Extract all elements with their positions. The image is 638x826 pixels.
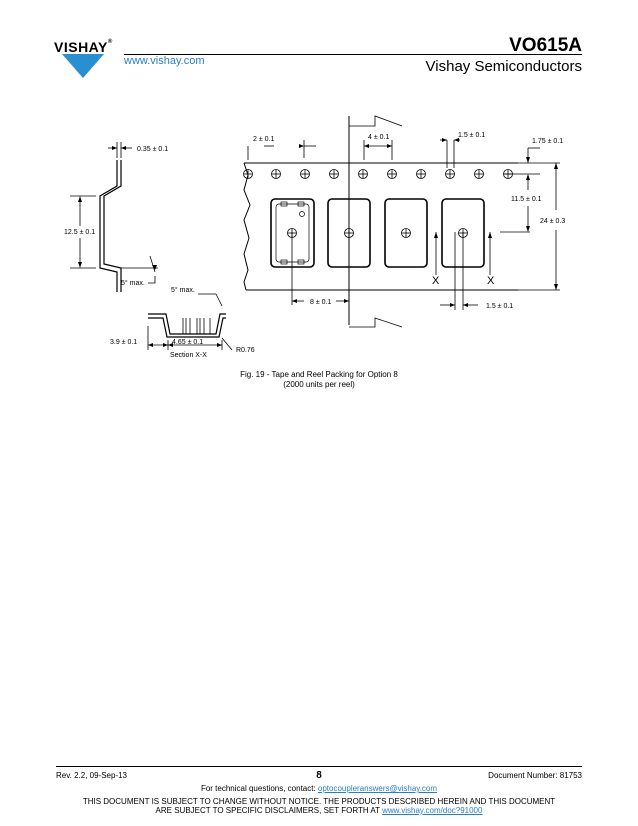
pocket-with-part (270, 198, 315, 268)
logo-text: VISHAY® (54, 39, 113, 55)
section-label: Section X-X (170, 352, 207, 359)
pocket (384, 198, 428, 268)
sprocket-hole (387, 169, 397, 179)
dim-pocket-depth: 12.5 ± 0.1 (64, 229, 95, 236)
sprocket-hole (271, 169, 281, 179)
footer-rule (56, 766, 582, 767)
vishay-logo (62, 54, 104, 78)
sprocket-hole (445, 169, 455, 179)
revision: Rev. 2.2, 09-Sep-13 (56, 771, 128, 780)
dim-section-height: 3.9 ± 0.1 (110, 339, 137, 346)
dim-tape-width: 24 ± 0.3 (540, 218, 565, 225)
company-name: Vishay Semiconductors (425, 58, 582, 75)
dim-edge-distance: 1.75 ± 0.1 (532, 138, 563, 145)
sprocket-hole (416, 169, 426, 179)
dim-pocket-hole: 1.5 ± 0.1 (486, 303, 513, 310)
caption-title: Fig. 19 - Tape and Reel Packing for Opti… (240, 370, 398, 379)
page-number: 8 (316, 770, 322, 781)
disclaimer-line-2: ARE SUBJECT TO SPECIFIC DISCLAIMERS, SET… (155, 806, 483, 815)
disclaimer-link[interactable]: www.vishay.com/doc?91000 (382, 806, 483, 815)
disclaimer-line-1: THIS DOCUMENT IS SUBJECT TO CHANGE WITHO… (82, 797, 556, 806)
sprocket-hole (503, 169, 513, 179)
part-number: VO615A (509, 35, 582, 56)
sprocket-hole (329, 169, 339, 179)
header-rule (124, 54, 582, 55)
dim-hole-offset: 2 ± 0.1 (253, 136, 274, 143)
tape-reel-drawing: 0.35 ± 0.1 12.5 ± 0.1 5° max. 5° max. 3.… (64, 115, 565, 359)
contact-email-link[interactable]: optocoupleranswers@vishay.com (317, 784, 438, 793)
dim-pocket-pitch: 8 ± 0.1 (310, 299, 331, 306)
section-marker-left: X (432, 275, 440, 287)
sprocket-hole (300, 169, 310, 179)
dim-centerline-distance: 11.5 ± 0.1 (511, 196, 542, 203)
disclaimer: THIS DOCUMENT IS SUBJECT TO CHANGE WITHO… (0, 797, 638, 815)
dim-section-width: 4.65 ± 0.1 (172, 339, 203, 346)
sprocket-hole (358, 169, 368, 179)
document-number: Document Number: 81753 (488, 771, 582, 780)
dim-hole-diameter: 1.5 ± 0.1 (458, 132, 485, 139)
figure-caption: Fig. 19 - Tape and Reel Packing for Opti… (0, 370, 638, 390)
pocket (327, 198, 371, 268)
dim-angle-2: 5° max. (171, 286, 195, 294)
sprocket-hole (474, 169, 484, 179)
dim-thickness: 0.35 ± 0.1 (137, 146, 168, 153)
dim-angle-1: 5° max. (121, 279, 145, 287)
logo-triangle (62, 54, 104, 78)
dim-hole-pitch: 4 ± 0.1 (368, 134, 389, 141)
section-marker-right: X (487, 275, 495, 287)
dim-radius: R0.76 (236, 347, 255, 354)
pocket (441, 198, 485, 268)
sprocket-hole (243, 169, 253, 179)
contact-line: For technical questions, contact: optoco… (200, 784, 438, 793)
website-link[interactable]: www.vishay.com (124, 55, 205, 67)
caption-subtitle: (2000 units per reel) (283, 380, 355, 389)
